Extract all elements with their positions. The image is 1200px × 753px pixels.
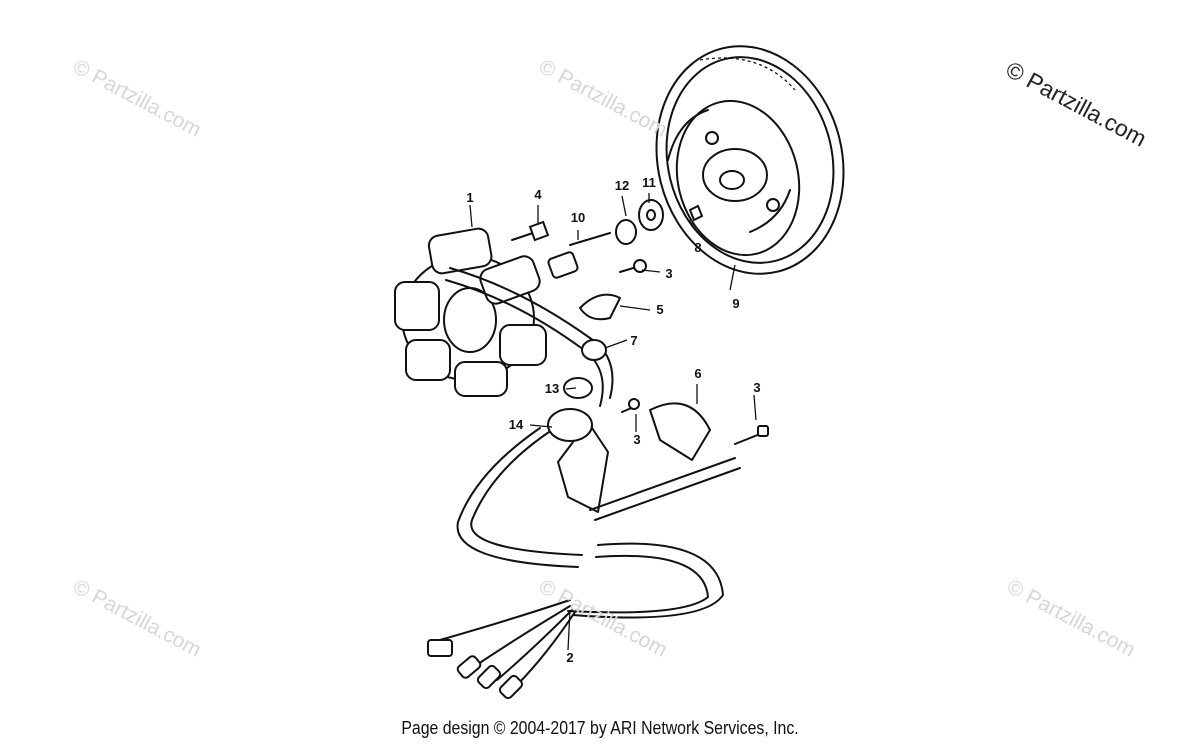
washer-12[interactable] bbox=[615, 219, 637, 245]
callout-3a: 3 bbox=[665, 266, 673, 281]
callout-7: 7 bbox=[630, 333, 638, 348]
callout-12: 12 bbox=[614, 178, 630, 193]
callout-6: 6 bbox=[694, 366, 702, 381]
key-8[interactable] bbox=[688, 204, 704, 222]
callout-14: 14 bbox=[508, 417, 524, 432]
flywheel[interactable] bbox=[633, 26, 867, 294]
callout-10: 10 bbox=[570, 210, 586, 225]
screw-3c[interactable] bbox=[734, 425, 769, 445]
callout-2: 2 bbox=[566, 650, 574, 665]
callout-13: 13 bbox=[544, 381, 560, 396]
clamp-5[interactable] bbox=[579, 293, 621, 321]
callout-9: 9 bbox=[732, 296, 740, 311]
footer-copyright: Page design © 2004-2017 by ARI Network S… bbox=[401, 718, 799, 738]
callout-11: 11 bbox=[642, 175, 656, 190]
grommet[interactable] bbox=[547, 377, 593, 442]
callout-5: 5 bbox=[656, 302, 664, 317]
bracket[interactable] bbox=[557, 402, 741, 521]
callout-3c: 3 bbox=[753, 380, 761, 395]
leader-lines bbox=[469, 193, 757, 651]
bolt-10[interactable] bbox=[547, 232, 611, 279]
clip-7[interactable] bbox=[581, 339, 607, 361]
screw-3b[interactable] bbox=[621, 398, 640, 413]
callout-1: 1 bbox=[466, 190, 474, 205]
screw-3a[interactable] bbox=[619, 259, 647, 273]
callout-8: 8 bbox=[694, 240, 702, 255]
callout-4: 4 bbox=[534, 187, 542, 202]
callout-3b: 3 bbox=[633, 432, 641, 447]
bolt-4[interactable] bbox=[511, 220, 550, 242]
washer-11[interactable] bbox=[638, 199, 664, 231]
